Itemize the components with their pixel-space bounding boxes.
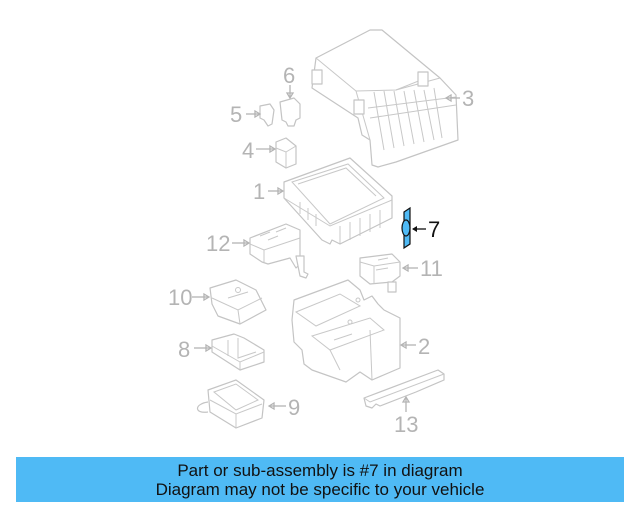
callout-6[interactable]: 6: [283, 63, 295, 88]
callout-1[interactable]: 1: [253, 179, 265, 204]
banner-line-2: Diagram may not be specific to your vehi…: [155, 480, 485, 499]
part-10-connector[interactable]: [209, 279, 267, 325]
callout-9[interactable]: 9: [288, 395, 300, 420]
part-11-relay[interactable]: [359, 253, 401, 293]
callout-4[interactable]: 4: [242, 138, 254, 163]
callout-8[interactable]: 8: [178, 337, 190, 362]
part-3-cover[interactable]: [311, 29, 459, 168]
callout-7[interactable]: 7: [428, 217, 440, 242]
callout-2[interactable]: 2: [418, 334, 430, 359]
callout-5[interactable]: 5: [230, 102, 242, 127]
part-7-highlighted[interactable]: [401, 206, 411, 250]
info-banner: Part or sub-assembly is #7 in diagram Di…: [16, 457, 624, 502]
callout-3[interactable]: 3: [462, 86, 474, 111]
callout-10[interactable]: 10: [168, 285, 192, 310]
callout-11[interactable]: 11: [420, 256, 443, 281]
part-12-relay-box[interactable]: [249, 223, 309, 279]
part-13-rail[interactable]: [363, 369, 445, 409]
part-6-fuse[interactable]: [279, 97, 301, 127]
banner-line-1: Part or sub-assembly is #7 in diagram: [177, 461, 463, 480]
part-2-lower-housing[interactable]: [291, 279, 401, 383]
callout-13[interactable]: 13: [394, 412, 418, 437]
part-8-connector[interactable]: [211, 333, 265, 371]
part-9-tray[interactable]: [196, 379, 265, 429]
part-4-relay[interactable]: [275, 137, 297, 169]
part-5-fuse[interactable]: [259, 103, 275, 127]
part-1-fuse-block[interactable]: [283, 157, 393, 245]
callout-12[interactable]: 12: [206, 231, 230, 256]
